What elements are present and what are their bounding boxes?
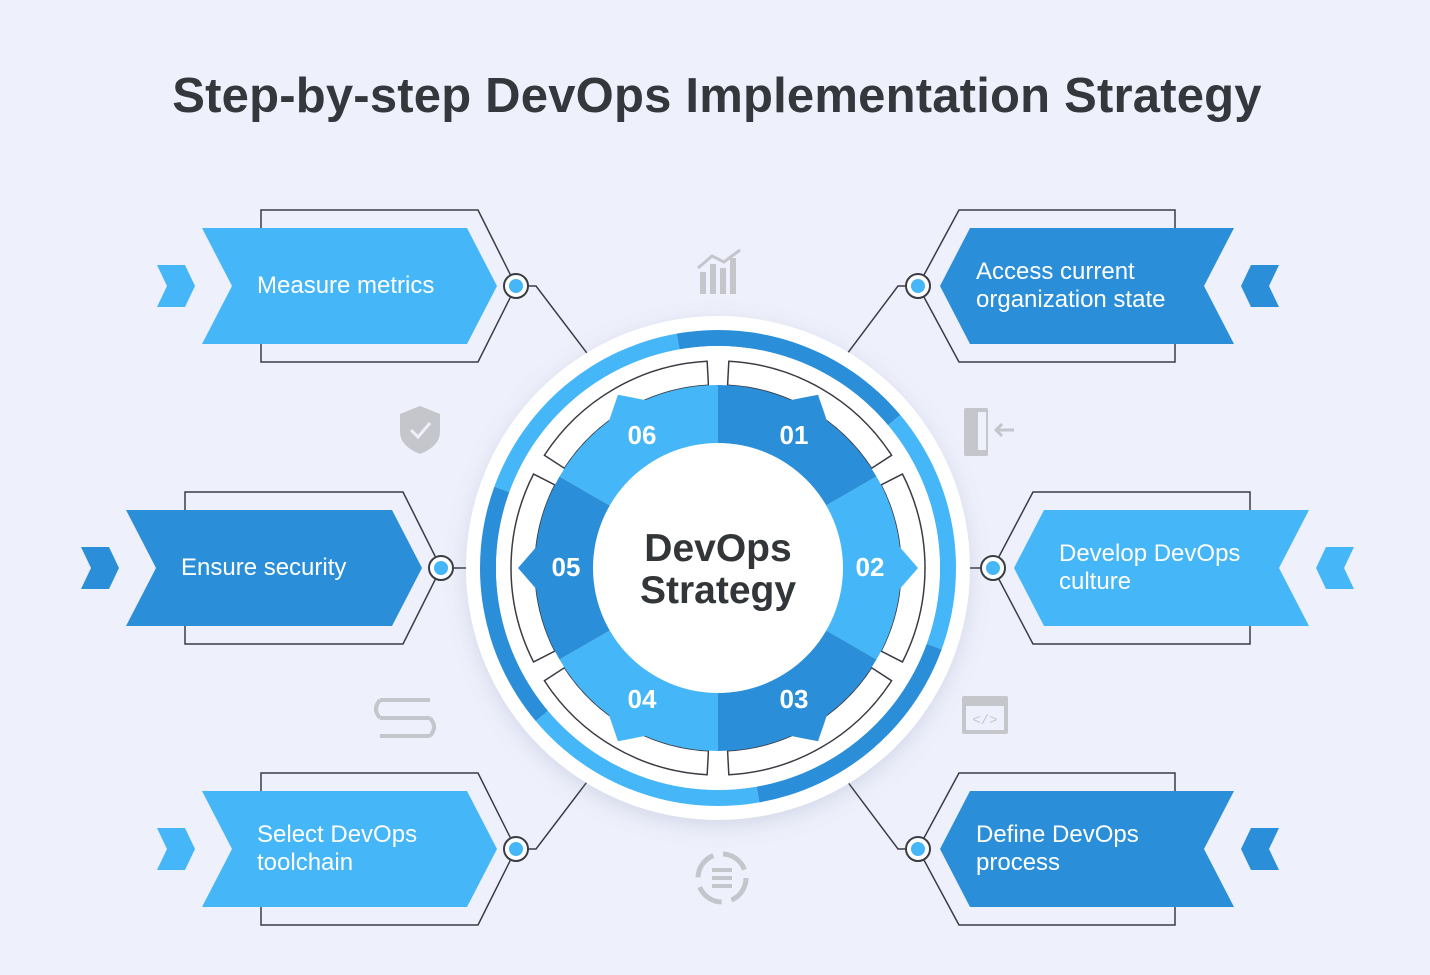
segment-tip	[785, 394, 829, 427]
banner-shape	[126, 510, 422, 626]
shield-icon	[400, 406, 440, 454]
connector-node-dot	[509, 842, 523, 856]
segment-wedge	[821, 476, 901, 660]
chevron-arrow-icon	[1316, 547, 1354, 589]
segment-wedge	[559, 628, 718, 751]
step-01-banner	[819, 209, 1279, 391]
banner-shape	[1014, 510, 1309, 626]
step-05-banner	[81, 491, 520, 645]
segment-tip	[896, 542, 918, 594]
step-02-banner	[915, 491, 1354, 645]
step-number-01: 01	[779, 420, 809, 451]
segment-tip	[518, 542, 540, 594]
step-06-banner	[157, 209, 616, 391]
segment-wedge	[718, 385, 877, 508]
connector-node-dot	[509, 279, 523, 293]
chevron-arrow-icon	[1241, 828, 1279, 870]
code-window-icon: </>	[962, 696, 1008, 734]
door-exit-icon	[964, 408, 1014, 456]
step-number-02: 02	[855, 552, 885, 582]
connector-node-dot	[986, 561, 1000, 575]
chevron-arrow-icon	[1241, 265, 1279, 307]
connector-node-dot	[434, 561, 448, 575]
center-title: DevOps Strategy	[598, 528, 838, 612]
step-05-label: Ensure security	[181, 554, 347, 581]
step-03-label: Define DevOps process	[976, 821, 1139, 876]
step-01-label: Access current organization state	[976, 258, 1166, 313]
banner-shape	[202, 228, 497, 344]
center-circle	[593, 443, 843, 693]
banner-shape	[940, 791, 1234, 907]
connector-node-dot	[911, 279, 925, 293]
svg-text:</>: </>	[972, 713, 997, 729]
segment-05	[510, 473, 615, 663]
chevron-arrow-icon	[157, 265, 195, 307]
segment-tip	[785, 709, 829, 742]
step-06-label: Measure metrics	[257, 272, 435, 299]
outer-ring-segment	[535, 710, 760, 806]
step-number-06: 06	[627, 420, 657, 451]
segment-wedge	[559, 385, 718, 508]
step-number-03: 03	[779, 683, 809, 714]
step-04-banner	[157, 744, 616, 926]
segment-01	[718, 360, 893, 508]
segment-04	[543, 628, 718, 776]
segment-wedge	[534, 476, 615, 660]
step-number-05: 05	[551, 552, 581, 582]
cycle-icon	[695, 851, 749, 905]
connector-node-dot	[911, 842, 925, 856]
step-04-label: Select DevOps toolchain	[257, 821, 418, 876]
outer-ring-segment	[676, 330, 901, 426]
segment-tip	[607, 709, 651, 742]
transfer-arrows-icon	[374, 698, 436, 738]
chevron-arrow-icon	[81, 547, 119, 589]
outer-ring-segment	[756, 643, 942, 803]
step-number-04: 04	[627, 683, 657, 714]
segment-03	[718, 628, 893, 776]
outer-ring-segment	[479, 486, 548, 721]
outer-ring-segment	[494, 333, 680, 493]
bar-chart-icon	[697, 248, 741, 294]
segment-06	[543, 360, 718, 508]
page-title: Step-by-step DevOps Implementation Strat…	[172, 69, 1262, 123]
chevron-arrow-icon	[157, 828, 195, 870]
banner-shape	[202, 791, 497, 907]
segment-wedge	[718, 628, 877, 751]
banner-shape	[940, 228, 1234, 344]
outer-ring-segment	[888, 415, 956, 650]
segment-tip	[607, 394, 651, 427]
center-title-line2: Strategy	[639, 569, 797, 612]
step-03-banner	[819, 744, 1279, 926]
step-02-label: Develop DevOps culture	[1059, 540, 1241, 595]
center-title-line1: DevOps	[644, 527, 792, 570]
segment-02	[821, 473, 926, 663]
